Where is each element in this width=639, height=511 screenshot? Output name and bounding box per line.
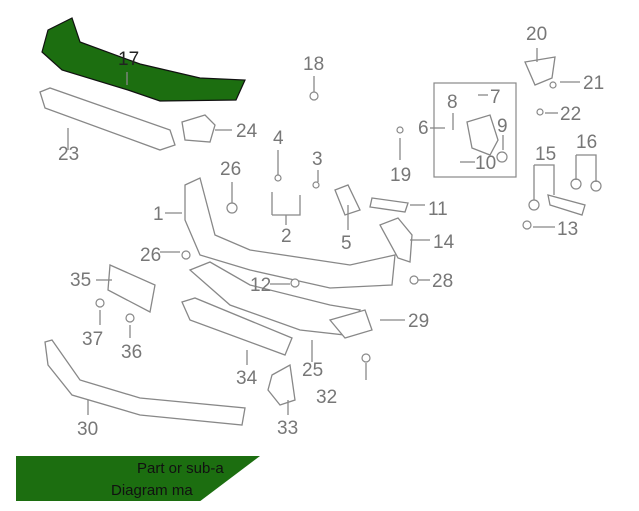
parts-group-box [433,82,517,178]
callout-21[interactable]: 21 [583,73,604,94]
callout-24[interactable]: 24 [236,121,258,142]
callout-26b[interactable]: 26 [140,245,161,266]
part-25-grille-frame[interactable] [188,261,362,336]
callout-14[interactable]: 14 [433,232,455,253]
part-23-absorber[interactable] [39,87,176,151]
callout-29[interactable]: 29 [408,311,429,332]
part-33-fog-cover[interactable] [267,363,296,406]
callout-23[interactable]: 23 [58,144,79,165]
part-24-bracket[interactable] [181,114,216,143]
part-29-bracket[interactable] [328,309,373,339]
callout-35[interactable]: 35 [70,270,91,291]
callout-26[interactable]: 26 [220,159,241,180]
disclaimer-banner: Part or sub-a Diagram ma [16,456,300,502]
callout-12[interactable]: 12 [250,275,271,296]
callout-37[interactable]: 37 [82,329,103,350]
callout-20[interactable]: 20 [526,24,547,45]
fasteners [95,81,602,363]
callout-30[interactable]: 30 [77,419,98,440]
callout-11[interactable]: 11 [428,199,448,220]
part-9-bracket-group[interactable] [466,114,499,156]
part-34-lower-grille[interactable] [181,297,293,356]
callout-labels: 17 23 24 18 4 26 3 1 2 5 11 14 19 6 8 7 … [58,24,604,440]
callout-13[interactable]: 13 [557,219,578,240]
callout-9[interactable]: 9 [497,116,508,137]
callout-10[interactable]: 10 [475,153,496,174]
callout-8[interactable]: 8 [447,92,458,113]
callout-33[interactable]: 33 [277,418,298,439]
banner-line-1: Part or sub-a [137,460,224,477]
callout-1[interactable]: 1 [153,204,164,225]
callout-5[interactable]: 5 [341,233,352,254]
callout-16[interactable]: 16 [576,132,597,153]
part-30-air-deflector[interactable] [44,339,246,426]
callout-34[interactable]: 34 [236,368,258,389]
part-5-bracket[interactable] [334,184,361,216]
part-11-bracket[interactable] [369,197,409,213]
callout-36[interactable]: 36 [121,342,142,363]
callout-4[interactable]: 4 [273,128,284,149]
part-15-bracket[interactable] [547,194,586,216]
callout-28[interactable]: 28 [432,271,453,292]
callout-17[interactable]: 17 [118,49,139,70]
callout-32[interactable]: 32 [316,387,337,408]
callout-7[interactable]: 7 [490,87,501,108]
callout-6[interactable]: 6 [418,118,429,139]
callout-22[interactable]: 22 [560,104,581,125]
part-35-bracket[interactable] [107,264,156,313]
callout-15[interactable]: 15 [535,144,556,165]
banner-line-2: Diagram ma [111,482,193,499]
callout-18[interactable]: 18 [303,54,324,75]
part-20-bracket[interactable] [524,56,556,86]
part-17-bumper-cover-highlight[interactable] [41,17,246,102]
part-14-bracket[interactable] [379,217,413,263]
callout-19[interactable]: 19 [390,165,411,186]
part-1-bumper[interactable] [184,177,396,289]
callout-25[interactable]: 25 [302,360,323,381]
callout-2[interactable]: 2 [281,226,292,247]
callout-3[interactable]: 3 [312,149,323,170]
leader-lines [67,48,597,415]
